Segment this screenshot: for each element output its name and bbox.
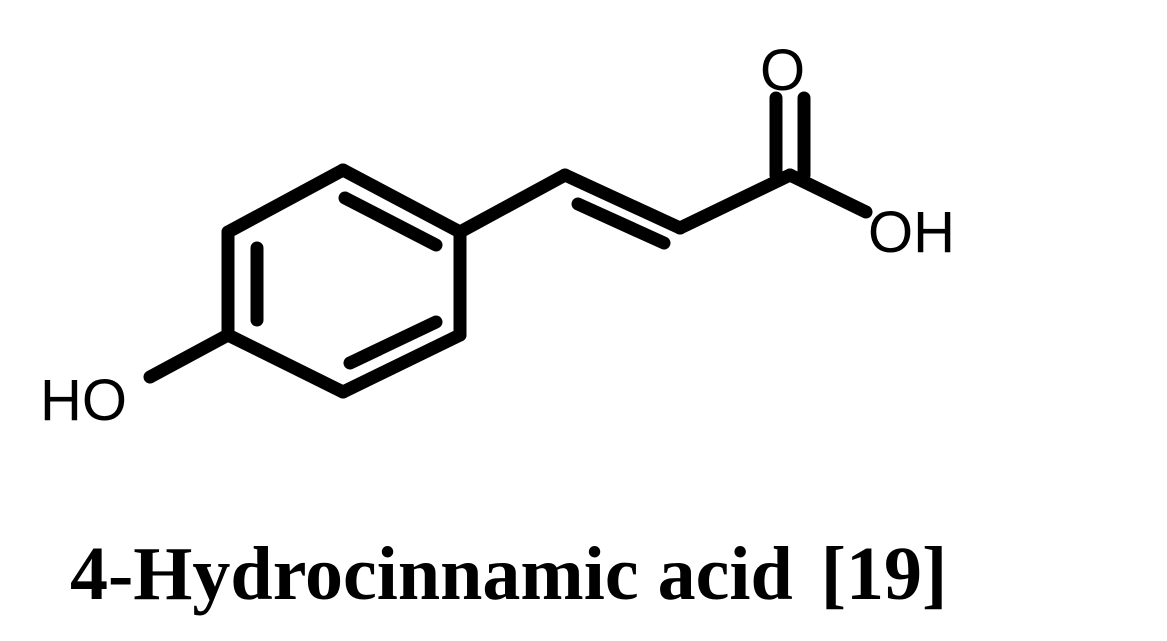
aryl-vinyl-bond bbox=[453, 168, 572, 239]
propenoic-chain bbox=[453, 91, 873, 250]
ring-inner-bond-top bbox=[338, 191, 443, 252]
ring-bond-1 bbox=[336, 163, 467, 239]
hydroxyl-bond bbox=[783, 168, 873, 219]
ring-inner-bond-bottom bbox=[343, 315, 443, 370]
structure-drawing: O OH HO bbox=[40, 38, 955, 433]
ring-bond-4 bbox=[221, 328, 350, 399]
phenol-hydroxyl-label: HO bbox=[40, 368, 127, 433]
acid-hydroxyl-label: OH bbox=[868, 200, 955, 265]
reference-citation: [19] bbox=[820, 532, 948, 616]
benzene-ring bbox=[221, 163, 467, 399]
vinyl-carboxyl-bond bbox=[673, 168, 797, 235]
vinyl-double-bond-outer bbox=[558, 168, 687, 235]
compound-name: 4-Hydrocinnamic acid bbox=[70, 532, 793, 616]
phenol-oxygen-bond bbox=[143, 328, 235, 384]
ring-bond-6 bbox=[221, 163, 350, 239]
ring-bond-3 bbox=[336, 328, 467, 399]
vinyl-double-bond-inner bbox=[571, 197, 671, 250]
compound-caption: 4-Hydrocinnamic acid[19] bbox=[70, 536, 947, 612]
carbonyl-oxygen-label: O bbox=[760, 38, 805, 103]
